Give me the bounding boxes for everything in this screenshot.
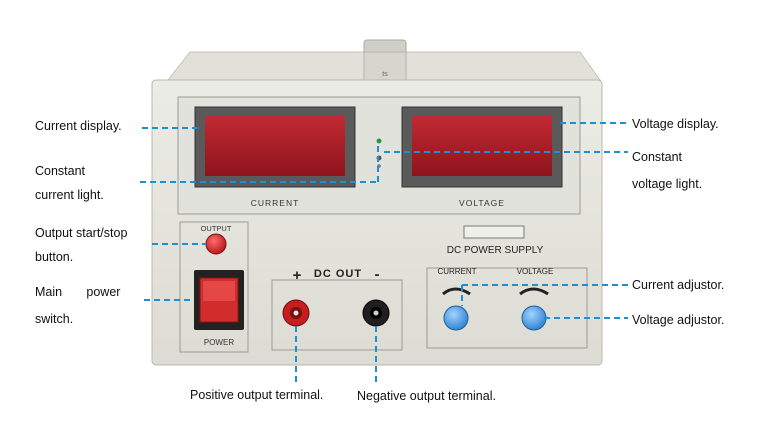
callout-constant-current-light-line1: Constant xyxy=(35,164,86,178)
nameplate-text: DC POWER SUPPLY xyxy=(447,245,544,256)
nameplate-slot xyxy=(463,225,525,239)
callout-main-power-line2: switch. xyxy=(35,312,74,326)
callout-output-button-line2: button. xyxy=(35,250,74,264)
callout-output-button-line1: Output start/stop xyxy=(35,226,128,240)
power-switch-label: POWER xyxy=(204,338,234,347)
output-button xyxy=(205,233,227,255)
current-display-label: CURRENT xyxy=(251,198,300,208)
knob-label-voltage: VOLTAGE xyxy=(517,267,554,276)
current-adjust-knob xyxy=(443,305,469,331)
output-switch-panel xyxy=(179,221,249,353)
constant-current-light xyxy=(376,138,382,144)
callout-main-power-line1: Main power xyxy=(35,285,121,299)
current-display xyxy=(205,116,345,176)
callout-constant-voltage-light-line1: Constant xyxy=(632,150,683,164)
voltage-adjust-knob xyxy=(521,305,547,331)
dc-out-label: DC OUT xyxy=(314,268,362,280)
callout-voltage-adjustor: Voltage adjustor. xyxy=(632,313,725,327)
callout-current-display: Current display. xyxy=(35,119,122,133)
dc-out-panel xyxy=(271,279,403,351)
callout-constant-voltage-light-line2: voltage light. xyxy=(632,177,703,191)
callout-voltage-display: Voltage display. xyxy=(632,117,719,131)
knob-label-current: CURRENT xyxy=(437,267,476,276)
output-button-label: OUTPUT xyxy=(201,224,232,233)
callout-constant-current-light-line2: current light. xyxy=(35,188,104,202)
callout-negative-terminal: Negative output terminal. xyxy=(357,389,496,403)
plus-sign: + xyxy=(293,267,302,284)
voltage-display xyxy=(412,116,552,176)
knob-panel xyxy=(426,267,588,349)
callout-positive-terminal: Positive output terminal. xyxy=(190,388,324,402)
top-tab-text: ts xyxy=(382,71,388,78)
voltage-display-label: VOLTAGE xyxy=(459,198,505,208)
minus-sign: - xyxy=(375,266,380,283)
callout-current-adjustor: Current adjustor. xyxy=(632,278,725,292)
